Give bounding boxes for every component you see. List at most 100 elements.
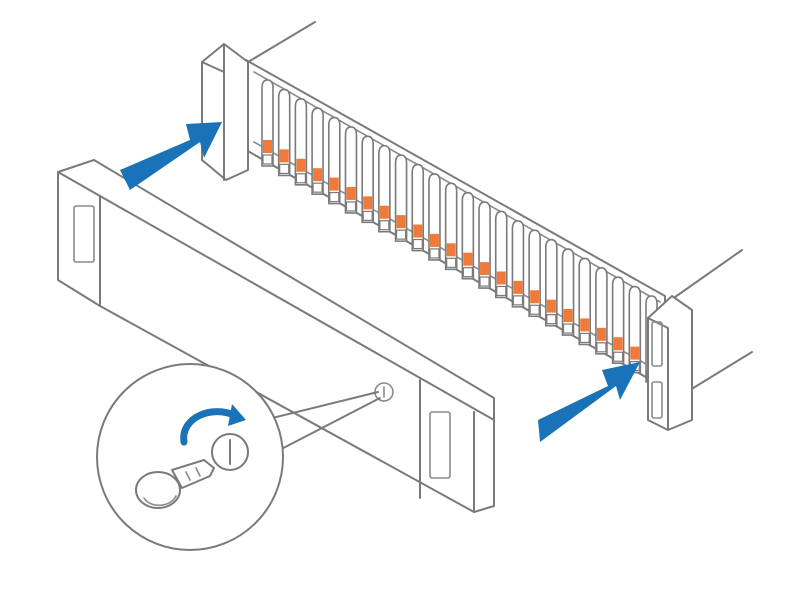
drive-bay-latch <box>345 201 357 212</box>
drive-bay <box>528 229 541 318</box>
drive-bay-label <box>279 149 289 163</box>
drive-bay <box>478 201 491 289</box>
drive-bay-outline <box>461 191 475 280</box>
drive-bay-label <box>396 215 406 229</box>
drive-bay-latch <box>329 191 340 203</box>
drive-bay-label <box>363 196 373 210</box>
drive-bay-outline <box>311 107 324 195</box>
drive-bay <box>361 135 374 224</box>
drive-bay-latch <box>446 257 457 268</box>
drive-bay-latch <box>279 163 290 174</box>
drive-bay <box>511 220 525 308</box>
drive-bay-latch <box>479 276 490 287</box>
drive-bay-outline <box>545 238 558 327</box>
drive-bay-latch <box>596 342 607 353</box>
drive-bay-label <box>496 271 506 285</box>
drive-bay-outline <box>628 285 642 374</box>
drive-bay-latch <box>362 210 373 221</box>
drive-bay <box>277 88 291 177</box>
drive-bay <box>294 97 308 186</box>
drive-bay-outline <box>478 201 491 289</box>
drive-bay-outline <box>394 154 408 242</box>
drive-bay-latch <box>579 332 590 344</box>
drive-bay-latch <box>262 154 273 165</box>
drive-bay <box>561 248 575 336</box>
lock-icon <box>211 433 249 471</box>
drive-bay <box>444 182 458 271</box>
arrow-right-icon <box>120 122 222 190</box>
drive-bay-outline <box>511 220 525 308</box>
drive-bay-label <box>513 280 523 294</box>
drive-bay-latch <box>395 229 407 240</box>
drive-bay-latch <box>512 295 524 306</box>
drive-bay-outline <box>294 97 308 186</box>
drive-bay-outline <box>561 248 575 336</box>
drive-bay-label <box>480 262 490 276</box>
drive-bay-outline <box>327 116 341 205</box>
right-rack-ear <box>647 295 693 431</box>
drive-bay-label <box>346 186 356 200</box>
drive-bay-label <box>379 205 389 219</box>
drive-bay-outline <box>361 135 374 224</box>
drive-bay-label <box>596 327 606 341</box>
drive-bay-outline <box>595 267 608 355</box>
drive-bay <box>611 276 625 365</box>
lock-detail-callout <box>96 363 381 551</box>
drive-bay <box>578 257 592 346</box>
drive-bay-outline <box>578 257 592 346</box>
drive-bay-label <box>613 337 623 351</box>
drive-bay <box>327 116 341 205</box>
drive-bay-outline <box>261 79 274 167</box>
drive-bay-outline <box>411 163 425 252</box>
drive-bay-label <box>329 177 339 191</box>
drive-bay-label <box>313 168 323 182</box>
drive-bay <box>461 191 475 280</box>
drive-bay <box>378 144 391 233</box>
drive-bay <box>311 107 324 195</box>
drive-bay <box>344 126 358 214</box>
drive-bay-label <box>463 252 473 266</box>
drive-bay-outline <box>444 182 458 271</box>
drive-bay-outline <box>344 126 358 214</box>
drive-bay-latch <box>462 267 473 278</box>
drive-bay-label <box>296 158 306 172</box>
drive-bay-latch <box>546 314 557 325</box>
drive-bay-latch <box>529 304 540 315</box>
drive-bay-label <box>530 290 540 304</box>
drive-bay <box>394 154 408 242</box>
arrow-right-icon <box>538 362 640 442</box>
left-rack-ear <box>201 43 249 181</box>
drive-bay-outline <box>428 173 441 261</box>
drive-bay-latch <box>312 182 323 193</box>
drive-bay-label <box>263 140 272 153</box>
drive-bay <box>494 210 508 299</box>
drive-bay-outline <box>528 229 541 318</box>
drive-bay-label <box>429 233 439 247</box>
drive-bay-label <box>446 243 456 257</box>
drive-bay-label <box>413 224 423 238</box>
drive-bay <box>428 173 441 261</box>
drive-bay-latch <box>562 323 574 334</box>
drive-bay <box>261 79 274 167</box>
drive-bay-label <box>630 346 640 360</box>
drive-bays <box>261 79 658 383</box>
drive-bay-latch <box>613 351 624 362</box>
drive-bay <box>595 267 608 355</box>
front-bezel[interactable] <box>57 159 495 513</box>
drive-bay <box>411 163 425 252</box>
key-icon <box>135 459 215 509</box>
drive-bay-outline <box>277 88 291 177</box>
drive-bay-latch <box>429 248 440 259</box>
drive-bay-outline <box>494 210 508 299</box>
drive-bay-latch <box>295 173 306 184</box>
drive-bay-latch <box>496 285 507 297</box>
drive-bay-outline <box>378 144 391 233</box>
bezel-right-latch <box>429 411 451 479</box>
drive-bay <box>545 238 558 327</box>
rotate-clockwise-icon <box>180 404 246 446</box>
right-ear-handle <box>651 321 663 367</box>
drive-bay <box>628 285 642 374</box>
drive-bay-latch <box>412 238 423 250</box>
right-ear-slot <box>651 381 663 419</box>
